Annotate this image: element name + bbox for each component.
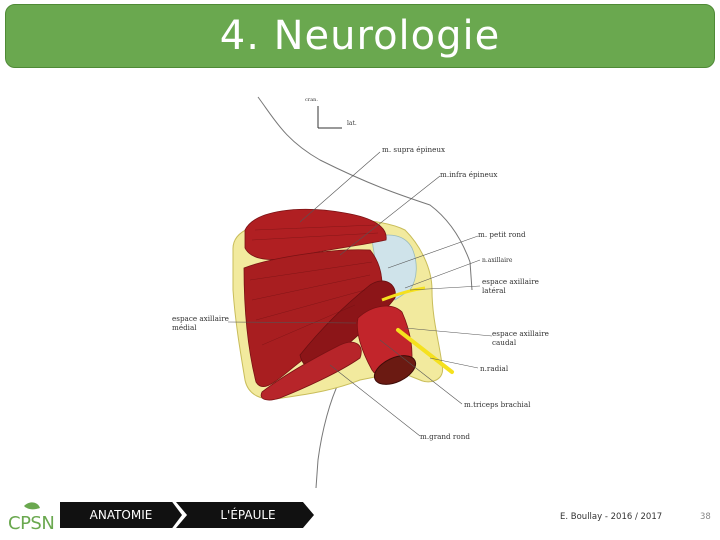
label-espace-caudal-2: caudal	[492, 338, 517, 347]
title-banner: 4. Neurologie	[5, 4, 715, 68]
breadcrumb-epaule-label: L'ÉPAULE	[220, 508, 276, 522]
footer: CPSN ANATOMIE L'ÉPAULE E. Boullay - 2016…	[0, 498, 720, 540]
page-title: 4. Neurologie	[219, 13, 501, 59]
label-triceps: m.triceps brachial	[464, 400, 531, 409]
axilla-contour	[315, 379, 341, 489]
logo-leaf-icon	[24, 502, 40, 510]
axillary-nerve	[381, 286, 426, 302]
breadcrumb-epaule[interactable]: L'ÉPAULE	[176, 502, 314, 528]
label-supra-epineux: m. supra épineux	[382, 145, 445, 154]
label-espace-lateral-1: espace axillaire	[482, 277, 539, 286]
orientation-up-label: cran.	[305, 97, 318, 103]
breadcrumb-anatomie-label: ANATOMIE	[89, 508, 153, 522]
breadcrumb-anatomie[interactable]: ANATOMIE	[60, 502, 182, 528]
teres-major-muscle	[260, 341, 362, 401]
page-number: 38	[700, 512, 711, 522]
label-espace-medial-1: espace axillaire	[172, 314, 229, 323]
orientation-right-label: lat.	[347, 120, 357, 127]
label-espace-lateral-2: latéral	[482, 286, 506, 295]
orientation-axes	[317, 106, 342, 129]
label-espace-medial-2: médial	[172, 323, 197, 332]
label-n-radial: n.radial	[480, 364, 509, 373]
supraspinatus-muscle	[244, 208, 387, 260]
logo: CPSN	[4, 500, 60, 534]
author-credit: E. Boullay - 2016 / 2017	[560, 512, 663, 522]
label-n-axillaire: n.axillaire	[482, 257, 513, 264]
logo-text: CPSN	[8, 513, 55, 534]
label-infra-epineux: m.infra épineux	[440, 170, 497, 179]
label-espace-caudal-1: espace axillaire	[492, 329, 549, 338]
label-grand-rond: m.grand rond	[420, 432, 470, 441]
label-petit-rond: m. petit rond	[478, 230, 526, 239]
radial-nerve	[396, 328, 454, 374]
body-contour	[257, 96, 473, 291]
humerus-section	[373, 355, 417, 385]
